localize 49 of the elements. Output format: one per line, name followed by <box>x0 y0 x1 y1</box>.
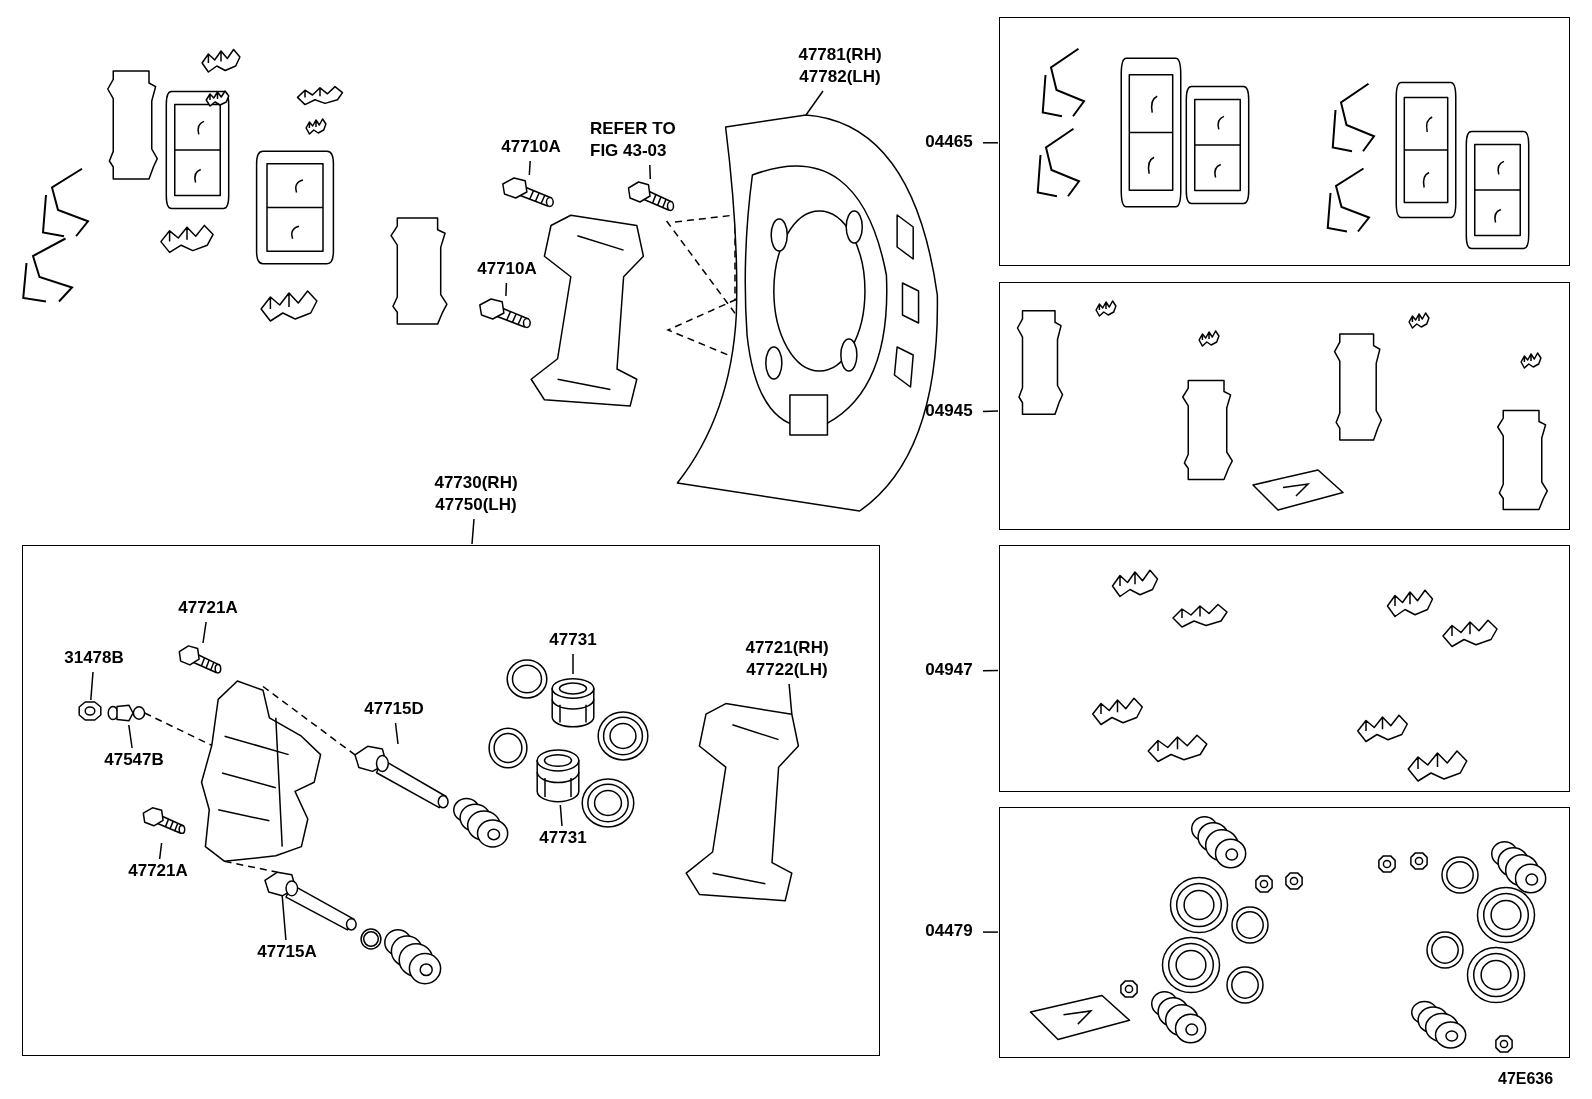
kit-frame <box>999 545 1570 792</box>
part-number: 47781(RH) 47782(LH) <box>780 44 900 90</box>
leader-line <box>559 804 563 827</box>
leader-line <box>982 931 999 933</box>
leader-line <box>281 895 287 941</box>
leader-line <box>90 671 94 701</box>
kit-frame <box>999 17 1570 266</box>
leader-line <box>982 410 999 413</box>
leader-line <box>982 669 999 672</box>
reference-note: REFER TO FIG 43-03 <box>590 118 708 164</box>
figure-code: 47E636 <box>1498 1069 1554 1089</box>
dashed-line <box>262 685 356 756</box>
leader-line <box>471 518 475 545</box>
part-number: 47731 <box>529 827 597 851</box>
leader-line <box>158 842 163 860</box>
guide-pin-drawing <box>263 871 359 933</box>
kit-frame <box>999 282 1570 530</box>
part-number: 47715D <box>353 698 435 722</box>
part-number: 47547B <box>93 749 175 773</box>
assembly-frame <box>22 545 880 1056</box>
leader-line <box>649 164 652 180</box>
leader-line <box>128 724 133 749</box>
bleeder-cap-drawing <box>78 701 102 721</box>
bleeder-plug-drawing <box>107 702 147 724</box>
part-number: 04465 <box>916 131 982 155</box>
leader-line <box>982 142 999 144</box>
part-number: 04945 <box>916 400 982 424</box>
part-number: 47715A <box>246 941 328 965</box>
part-number: 47730(RH) 47750(LH) <box>415 472 537 518</box>
leader-line <box>788 683 793 715</box>
leader-line <box>528 160 531 176</box>
part-number: 47721(RH) 47722(LH) <box>719 637 855 683</box>
leader-line <box>572 653 574 675</box>
dashed-line <box>143 712 213 747</box>
part-number: 47710A <box>466 258 548 282</box>
part-number: 47721A <box>167 597 249 621</box>
leader-line <box>805 90 824 116</box>
part-number: 31478B <box>53 647 135 671</box>
part-number: 04479 <box>916 920 982 944</box>
part-number: 47731 <box>539 629 607 653</box>
part-number: 04947 <box>916 659 982 683</box>
part-number: 47721A <box>117 860 199 884</box>
leader-line <box>394 722 399 745</box>
part-number: 47710A <box>490 136 572 160</box>
leader-line <box>202 621 207 644</box>
leader-line <box>505 282 508 297</box>
guide-pin-drawing <box>353 745 451 811</box>
kit-frame <box>999 807 1570 1058</box>
dashed-line <box>665 220 738 316</box>
